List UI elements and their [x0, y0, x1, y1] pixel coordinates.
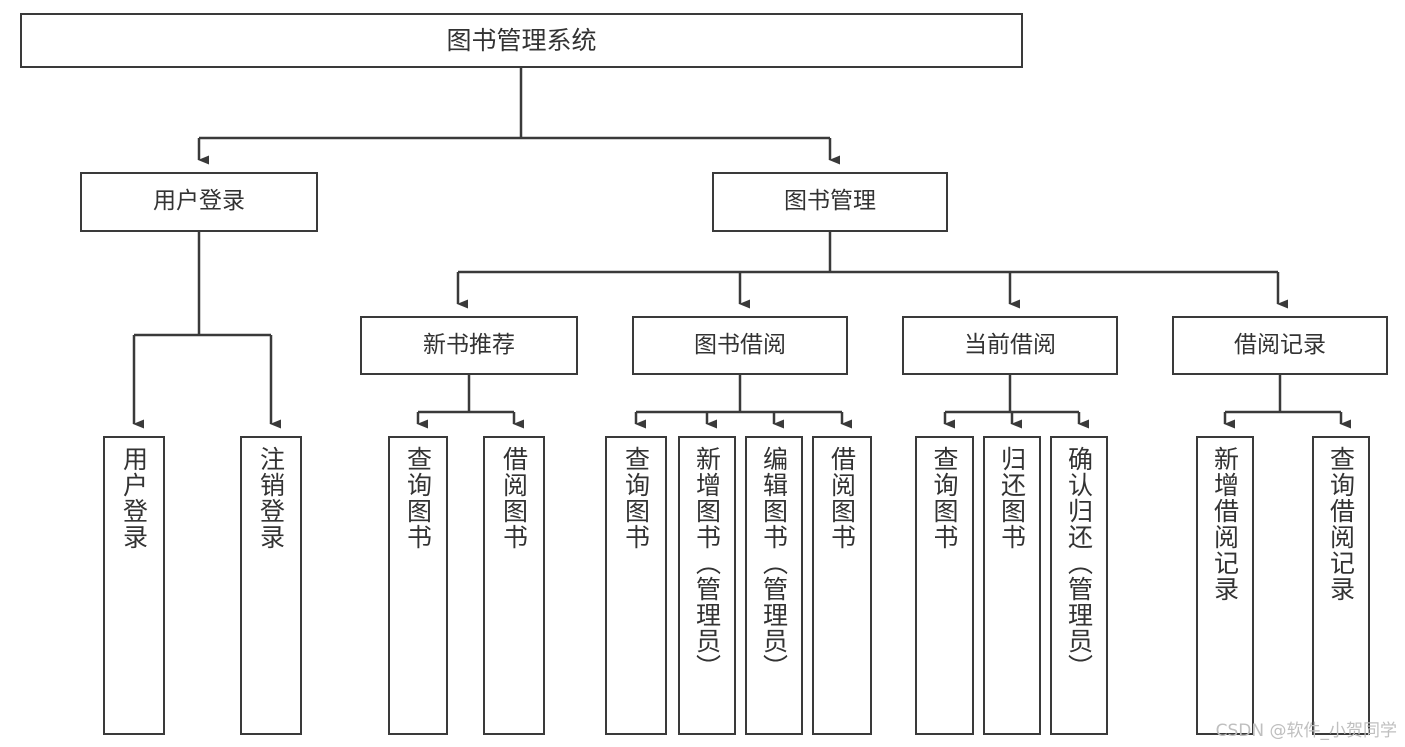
node-leaf-user-logout-label: 注销登录: [256, 446, 286, 550]
node-leaf-borrow-book-1[interactable]: 借阅图书: [483, 436, 545, 735]
node-new-book-recommend-label: 新书推荐: [423, 331, 515, 358]
node-leaf-confirm-return-label: 确认归还（管理员）: [1064, 446, 1094, 680]
node-user-login[interactable]: 用户登录: [80, 172, 318, 232]
watermark-text: CSDN @软件_小贺同学: [1215, 721, 1397, 741]
node-book-manage-label: 图书管理: [784, 188, 876, 215]
node-root[interactable]: 图书管理系统: [20, 13, 1023, 68]
node-root-label: 图书管理系统: [446, 25, 597, 55]
node-leaf-query-book-2[interactable]: 查询图书: [605, 436, 667, 735]
node-leaf-borrow-book-2-label: 借阅图书: [827, 446, 857, 550]
node-leaf-edit-book[interactable]: 编辑图书（管理员）: [745, 436, 803, 735]
node-leaf-user-logout[interactable]: 注销登录: [240, 436, 302, 735]
node-borrow-record-label: 借阅记录: [1234, 331, 1326, 358]
node-leaf-query-record[interactable]: 查询借阅记录: [1312, 436, 1370, 735]
node-new-book-recommend[interactable]: 新书推荐: [360, 316, 578, 375]
node-leaf-add-record[interactable]: 新增借阅记录: [1196, 436, 1254, 735]
node-leaf-borrow-book-1-label: 借阅图书: [499, 446, 529, 550]
node-book-borrow-label: 图书借阅: [694, 331, 786, 358]
node-leaf-query-book-3[interactable]: 查询图书: [915, 436, 974, 735]
node-leaf-query-book-3-label: 查询图书: [930, 446, 959, 550]
node-leaf-user-login-label: 用户登录: [119, 446, 149, 550]
node-leaf-return-book[interactable]: 归还图书: [983, 436, 1041, 735]
node-leaf-confirm-return[interactable]: 确认归还（管理员）: [1050, 436, 1108, 735]
node-leaf-add-book-label: 新增图书（管理员）: [692, 446, 722, 680]
node-leaf-user-login[interactable]: 用户登录: [103, 436, 165, 735]
node-borrow-record[interactable]: 借阅记录: [1172, 316, 1388, 375]
node-leaf-add-record-label: 新增借阅记录: [1210, 446, 1240, 602]
node-leaf-query-book-1[interactable]: 查询图书: [388, 436, 448, 735]
node-leaf-query-record-label: 查询借阅记录: [1326, 446, 1356, 602]
node-leaf-add-book[interactable]: 新增图书（管理员）: [678, 436, 736, 735]
node-leaf-return-book-label: 归还图书: [997, 446, 1027, 550]
node-book-borrow[interactable]: 图书借阅: [632, 316, 848, 375]
node-leaf-query-book-2-label: 查询图书: [621, 446, 651, 550]
node-leaf-edit-book-label: 编辑图书（管理员）: [759, 446, 789, 680]
node-leaf-query-book-1-label: 查询图书: [403, 446, 433, 550]
node-user-login-label: 用户登录: [153, 188, 245, 215]
node-current-borrow-label: 当前借阅: [964, 331, 1056, 358]
node-leaf-borrow-book-2[interactable]: 借阅图书: [812, 436, 872, 735]
node-current-borrow[interactable]: 当前借阅: [902, 316, 1118, 375]
node-book-manage[interactable]: 图书管理: [712, 172, 948, 232]
